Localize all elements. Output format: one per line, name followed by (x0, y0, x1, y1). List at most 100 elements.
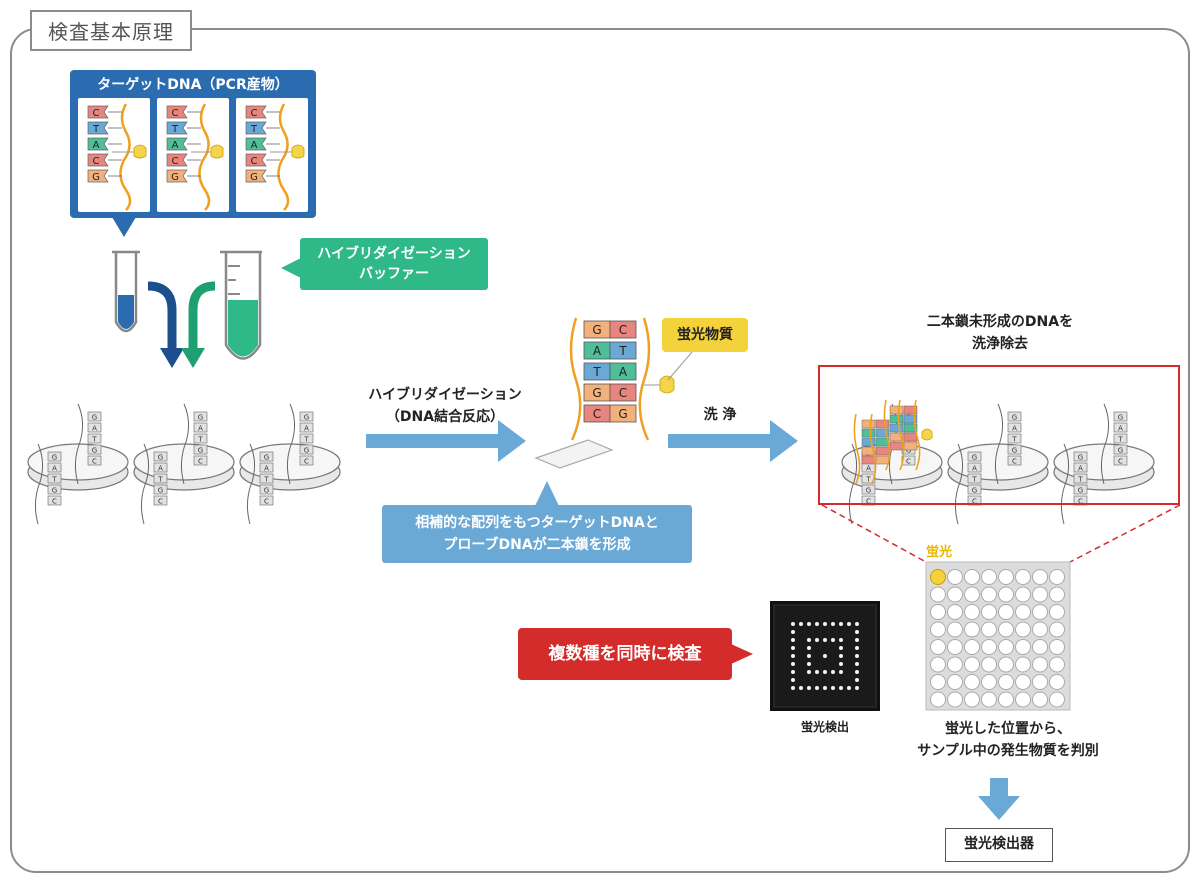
base-letter: C (93, 108, 100, 119)
hybridization-label: ハイブリダイゼーション （DNA結合反応） (368, 387, 522, 425)
well (998, 586, 1014, 603)
well (1032, 656, 1048, 673)
base-g-tag: G (166, 169, 188, 183)
duplex-base-letter: G (592, 323, 601, 337)
well (1015, 604, 1031, 620)
base-t-tag: T (245, 121, 267, 135)
probe-base-letter: C (52, 498, 57, 506)
sample-flow-arrow-icon (147, 281, 184, 368)
base-t-tag: T (166, 121, 188, 135)
base-letter: C (251, 156, 258, 167)
base-t-tag: T (87, 121, 109, 135)
probe-base-letter: G (92, 447, 97, 455)
chip-spot (855, 678, 859, 682)
well (1049, 586, 1065, 603)
probe-base-letter: T (1011, 436, 1017, 444)
probe-base-letter: T (1077, 476, 1083, 484)
well (964, 604, 980, 620)
duplex-base-letter: T (592, 365, 601, 379)
chip-spot (831, 638, 835, 642)
probe-base-letter: T (263, 476, 269, 484)
well (930, 604, 946, 620)
chip-spot (823, 686, 827, 690)
base-letter: G (250, 172, 258, 183)
removal-label: 二本鎖未形成のDNAを 洗浄除去 (926, 314, 1074, 352)
base-a-tag: A (245, 137, 267, 151)
chip-spot (831, 686, 835, 690)
chip-spot (855, 622, 859, 626)
chip-spot (855, 670, 859, 674)
probe-base-letter: A (1118, 425, 1123, 433)
chip-spot (855, 646, 859, 650)
well (1032, 674, 1048, 690)
complement-callout: 相補的な配列をもつターゲットDNAと プローブDNAが二本鎖を形成 (382, 505, 692, 563)
well (930, 674, 946, 690)
well (1032, 691, 1048, 708)
probe-base-letter: A (972, 465, 977, 473)
chip-caption: 蛍光検出 (800, 720, 849, 734)
well (1015, 691, 1031, 708)
probe-base-letter: G (1012, 447, 1017, 455)
well (964, 674, 980, 690)
chip-spot (839, 622, 843, 626)
well (930, 639, 946, 655)
well (1049, 691, 1065, 708)
well (1032, 621, 1048, 638)
base-c-tag: C (87, 105, 109, 119)
chip-spot (839, 686, 843, 690)
probe-base-letter: A (264, 465, 269, 473)
probe-base-letter: C (1118, 458, 1123, 466)
section-title: 検査基本原理 (30, 10, 192, 51)
well (1015, 621, 1031, 638)
chip-spot (807, 638, 811, 642)
chip-spot (791, 670, 795, 674)
chip-spot (831, 670, 835, 674)
well (998, 639, 1014, 655)
well (930, 586, 946, 603)
well (947, 656, 963, 673)
base-letter: T (171, 124, 179, 135)
probe-base-letter: C (264, 498, 269, 506)
well (1049, 569, 1065, 585)
well (1049, 656, 1065, 673)
chip-spot (815, 622, 819, 626)
chip-spot (791, 654, 795, 658)
probe-base-letter: T (865, 476, 871, 484)
duplex-base-letter: C (593, 407, 601, 421)
base-letter: T (250, 124, 258, 135)
well (1049, 674, 1065, 690)
fluorescent-marker-icon (659, 375, 675, 394)
probe-base-letter: G (866, 487, 871, 495)
well (1015, 569, 1031, 585)
probe-base-letter: A (198, 425, 203, 433)
probe-base-letter: G (264, 487, 269, 495)
chip-spot (791, 622, 795, 626)
well (981, 569, 997, 585)
well (1032, 586, 1048, 603)
probe-base-letter: A (92, 425, 97, 433)
well (947, 621, 963, 638)
wash-arrow-icon (668, 420, 798, 462)
fluorescent-marker-icon (291, 144, 305, 159)
base-c-tag: C (245, 105, 267, 119)
chip-spot (807, 670, 811, 674)
well (998, 656, 1014, 673)
probe-base-letter: C (158, 498, 163, 506)
chip-spot (855, 686, 859, 690)
target-dna-pointer (112, 217, 136, 237)
base-letter: C (172, 156, 179, 167)
probe-base-letter: T (157, 476, 163, 484)
chip-spot (791, 662, 795, 666)
chip-spot (847, 622, 851, 626)
probe-base-letter: G (264, 454, 269, 462)
